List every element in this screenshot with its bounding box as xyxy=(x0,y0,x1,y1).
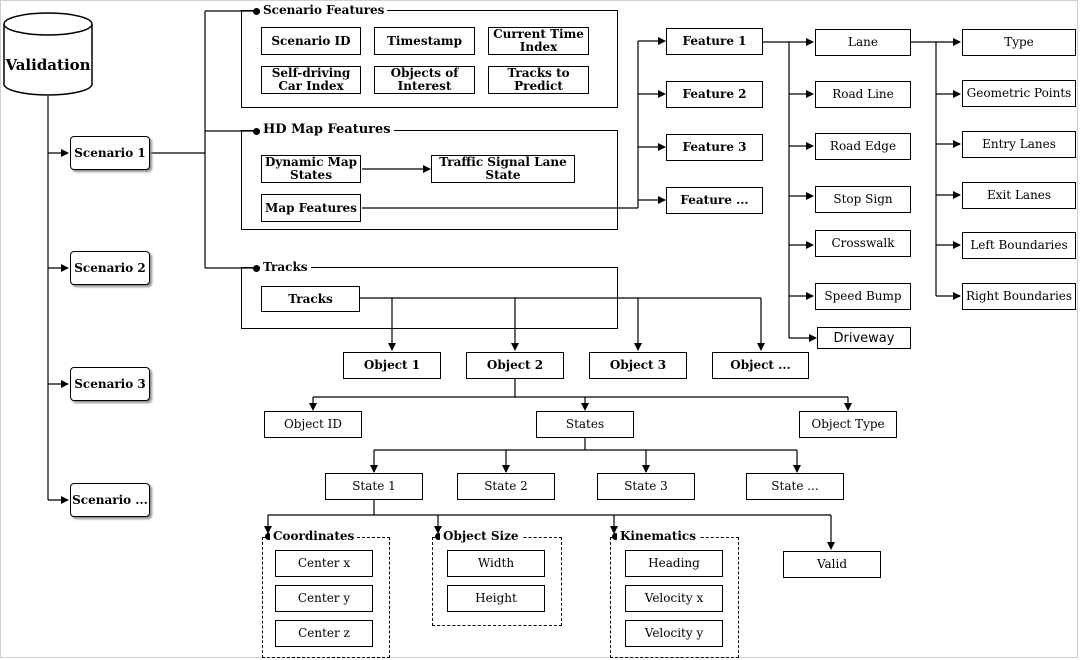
object-3-box: Object 3 xyxy=(589,352,687,379)
dynamic-map-states-box: Dynamic Map States xyxy=(261,155,361,183)
object-size-title: Object Size xyxy=(440,529,522,543)
objects-of-interest-box: Objects of Interest xyxy=(374,66,475,94)
valid-box: Valid xyxy=(783,551,881,578)
feature-more-box: Feature ... xyxy=(666,187,763,214)
velocity-x-box: Velocity x xyxy=(625,585,723,612)
width-box: Width xyxy=(447,550,545,577)
feature-1-box: Feature 1 xyxy=(666,28,763,55)
right-boundaries-box: Right Boundaries xyxy=(962,283,1076,310)
object-size-dot xyxy=(435,533,442,540)
exit-lanes-box: Exit Lanes xyxy=(962,182,1076,209)
center-x-box: Center x xyxy=(275,550,373,577)
driveway-box: Driveway xyxy=(817,327,911,349)
scenario-features-title: Scenario Features xyxy=(260,3,388,17)
height-box: Height xyxy=(447,585,545,612)
tracks-to-predict-box: Tracks to Predict xyxy=(488,66,589,94)
hd-map-features-group xyxy=(241,130,618,230)
left-boundaries-box: Left Boundaries xyxy=(962,232,1076,259)
crosswalk-box: Crosswalk xyxy=(815,230,911,257)
object-id-box: Object ID xyxy=(264,411,362,438)
hd-map-features-dot xyxy=(253,128,260,135)
hd-map-features-title: HD Map Features xyxy=(260,123,394,137)
validation-database-icon xyxy=(3,12,93,96)
tracks-title: Tracks xyxy=(260,260,311,274)
state-1-box: State 1 xyxy=(325,473,423,500)
scenario-2-node: Scenario 2 xyxy=(70,251,150,285)
validation-label: Validation xyxy=(5,56,91,74)
scenario-features-group xyxy=(241,10,618,108)
self-driving-car-index-box: Self-driving Car Index xyxy=(261,66,361,94)
coordinates-dot xyxy=(265,533,272,540)
timestamp-box: Timestamp xyxy=(374,27,475,55)
feature-2-box: Feature 2 xyxy=(666,81,763,108)
traffic-signal-lane-state-box: Traffic Signal Lane State xyxy=(431,155,575,183)
center-z-box: Center z xyxy=(275,620,373,647)
scenario-id-box: Scenario ID xyxy=(261,27,361,55)
tracks-group xyxy=(241,267,618,329)
object-2-box: Object 2 xyxy=(466,352,564,379)
kinematics-title: Kinematics xyxy=(617,529,699,543)
scenario-features-dot xyxy=(253,8,260,15)
object-more-box: Object ... xyxy=(712,352,809,379)
road-line-box: Road Line xyxy=(815,81,911,108)
state-2-box: State 2 xyxy=(457,473,555,500)
scenario-1-node: Scenario 1 xyxy=(70,136,150,170)
scenario-3-node: Scenario 3 xyxy=(70,367,150,401)
state-3-box: State 3 xyxy=(597,473,695,500)
center-y-box: Center y xyxy=(275,585,373,612)
road-edge-box: Road Edge xyxy=(815,133,911,160)
stop-sign-box: Stop Sign xyxy=(815,186,911,213)
state-more-box: State ... xyxy=(746,473,844,500)
velocity-y-box: Velocity y xyxy=(625,620,723,647)
current-time-index-box: Current Time Index xyxy=(488,27,589,55)
feature-3-box: Feature 3 xyxy=(666,134,763,161)
object-1-box: Object 1 xyxy=(343,352,441,379)
lane-box: Lane xyxy=(815,29,911,56)
scenario-more-node: Scenario ... xyxy=(70,483,150,517)
kinematics-dot xyxy=(612,533,619,540)
speed-bump-box: Speed Bump xyxy=(815,283,911,310)
object-type-box: Object Type xyxy=(799,411,897,438)
geometric-points-box: Geometric Points xyxy=(962,80,1076,107)
entry-lanes-box: Entry Lanes xyxy=(962,131,1076,158)
map-features-box: Map Features xyxy=(261,194,361,222)
states-box: States xyxy=(536,411,634,438)
tracks-box: Tracks xyxy=(261,286,360,312)
lane-type-box: Type xyxy=(962,29,1076,56)
coordinates-title: Coordinates xyxy=(270,529,358,543)
tracks-dot xyxy=(253,265,260,272)
heading-box: Heading xyxy=(625,550,723,577)
